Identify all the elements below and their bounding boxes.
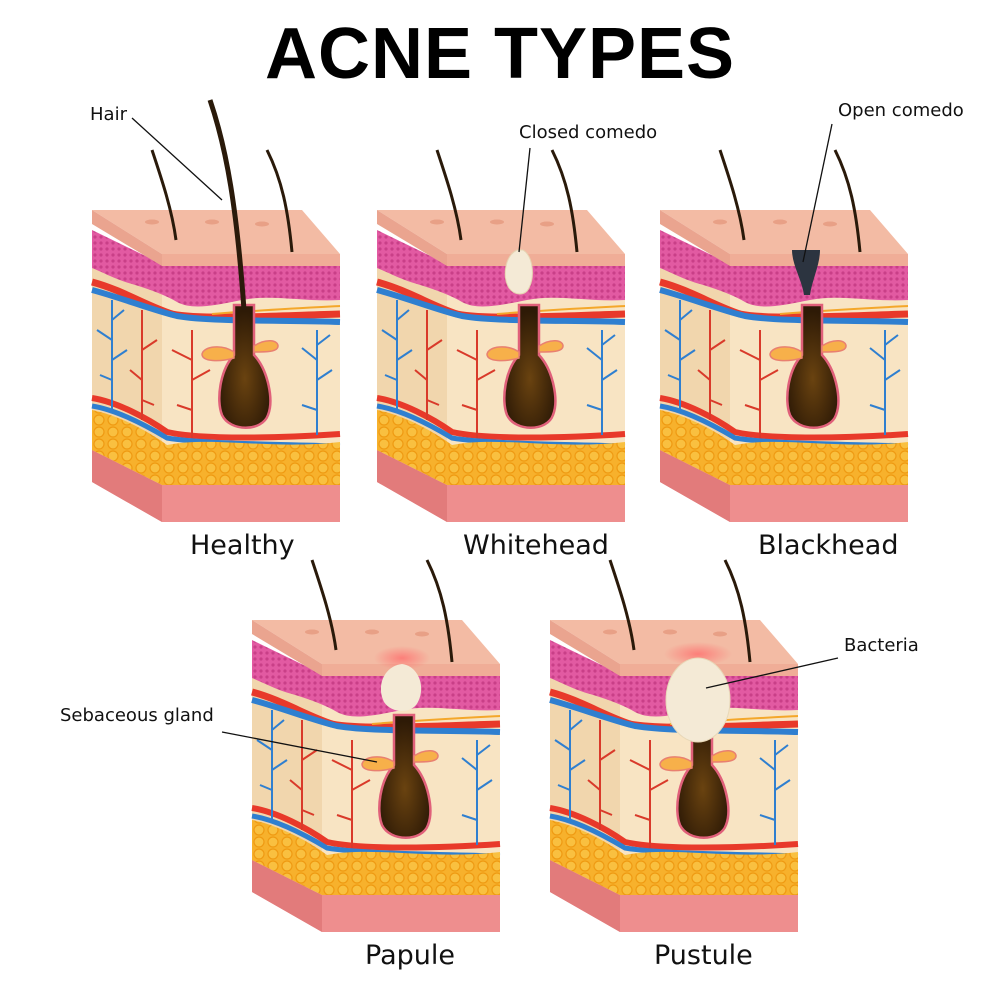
blackhead-skin-block: [660, 150, 908, 522]
caption-pustule: Pustule: [654, 940, 753, 971]
healthy-skin-block: [92, 99, 340, 522]
bacteria-leader-line: [705, 657, 839, 689]
closed-comedo-leader-line: [518, 147, 531, 253]
hair-callout: Hair: [90, 104, 127, 125]
sebaceous-gland-callout: Sebaceous gland: [60, 705, 214, 726]
caption-blackhead: Blackhead: [758, 530, 899, 561]
caption-whitehead: Whitehead: [463, 530, 609, 561]
hair-shaft: [207, 99, 247, 311]
caption-healthy: Healthy: [190, 530, 295, 561]
open-comedo-leader-line: [802, 123, 833, 263]
sebaceous-gland-leader-line: [221, 731, 378, 763]
whitehead-skin-block: [377, 150, 625, 522]
papule-skin-block: [252, 560, 500, 932]
caption-papule: Papule: [365, 940, 455, 971]
hair-leader-line: [131, 117, 223, 201]
open-comedo-callout: Open comedo: [838, 100, 964, 121]
pustule-skin-block: [550, 560, 798, 932]
diagram-title: ACNE TYPES: [264, 14, 736, 94]
closed-comedo-callout: Closed comedo: [519, 122, 658, 143]
bacteria-callout: Bacteria: [844, 635, 919, 656]
